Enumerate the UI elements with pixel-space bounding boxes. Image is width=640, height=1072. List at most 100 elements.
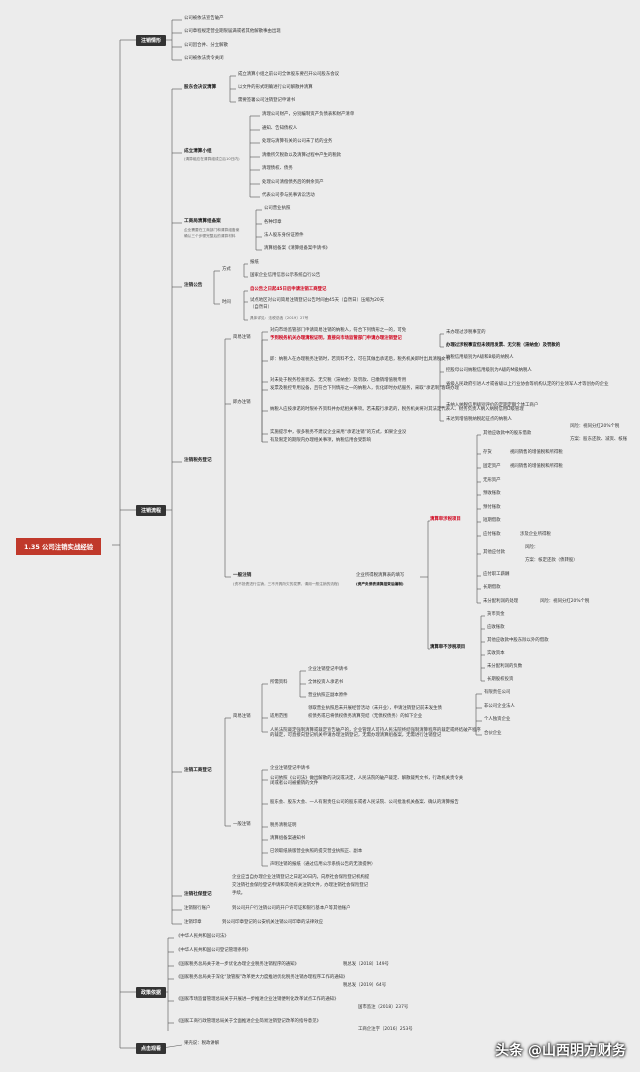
tax-note: 方案：核定还款（债转股） <box>525 558 578 563</box>
biz-scope-text: 领取营业执照后未开展经营活动（未开业），申请注销登记前未发生债 <box>308 706 442 711</box>
biz-general-item: 清算组备案通知书 <box>270 836 306 841</box>
tax-item: 其他应付款 <box>483 550 505 555</box>
watch-link[interactable]: 果壳说：税政讲解 <box>184 1041 220 1046</box>
biz-scope: 适用范围 <box>270 714 288 719</box>
tax-note: 风险： <box>525 545 539 550</box>
step-notice: 注销公告 <box>184 283 203 288</box>
tax-item: 预收账款 <box>483 491 501 496</box>
social-text: 手续。 <box>232 891 246 896</box>
tax-note: 风险：视同分红20%个税 <box>570 424 620 429</box>
tax-simple-text: 对向市场监管部门申请简易注销的纳税人，符合下列情形之一的，可免 <box>270 328 407 333</box>
tax-general: 一般注销 <box>233 573 252 578</box>
tax-free-item: 应收账款 <box>487 625 505 630</box>
policy-item[interactable]: 《国家市场监督管理总局关于开展进一步推进企业注销便利化改革试点工作的通知》 <box>176 997 339 1002</box>
step-tax: 注销税务登记 <box>184 458 212 463</box>
s3-item: 各种印章 <box>264 220 282 225</box>
biz-scope-text: 权债务或已将债权债务清算完结（无债权债务）的如下企业 <box>308 714 423 719</box>
branch-case[interactable]: 注销情形 <box>136 35 167 46</box>
s1-item: 成立清算小组之前公司全体股东要召开公司股东会议 <box>238 72 339 77</box>
notice-way-item: 国家企业信用信息公示系统自行公告 <box>250 273 321 278</box>
biz-exclusion: 人民法院裁定强制清算或裁定宣告破产的，企业管理人可持人民法院终结强制清算程序的裁… <box>270 728 481 739</box>
s3-sub: 确认三个步骤完整后的清算材料 <box>184 234 236 238</box>
policy-item[interactable]: 《中华人民共和国公司法》 <box>176 934 229 939</box>
case-item: 公司被依法宣告破产 <box>184 16 224 21</box>
s3-sub: 企业需要在工商部门和清算组备案 <box>184 228 240 232</box>
s2-sub: (清算组应在清算组成立后10日内) <box>184 157 240 161</box>
notice-way-item: 报纸 <box>250 260 259 265</box>
policy-item[interactable]: 《国家税务总局关于进一步优化办理企业税务注销程序的通知》 <box>176 962 299 967</box>
tax-imm-cond: 控股母公司纳税信用级别为A级的M级纳税人 <box>446 368 532 373</box>
tax-simple-text: 予到税务机关办理清税证明，直接向市场监管部门申请办理注销登记 <box>270 336 402 341</box>
tax-item: 应付账款 <box>483 532 501 537</box>
step-filing: 工商局清算组备案 <box>184 219 221 224</box>
s3-item: 清算组备案《清算组备案申请书》 <box>264 246 330 251</box>
notice-way: 方式 <box>222 267 231 272</box>
step-business: 注销工商登记 <box>184 768 212 773</box>
biz-scope-item: 有限责任公司 <box>484 690 511 695</box>
social-text: 交注销社会保险登记申请和其他有关注销文件，办理注销社会保险登记 <box>232 883 369 888</box>
step-bank: 注销银行账户 <box>184 906 211 911</box>
tax-imm-a: 即：纳税人在办理税务注销时，若资料不全，可在其做出承诺后，税务机关即时出具清税文… <box>270 357 451 362</box>
s2-item: 清理公司财产，分别编制资产负债表和财产清单 <box>262 112 355 117</box>
notice-time: 时间 <box>222 300 231 305</box>
tax-free-item: 货币资金 <box>487 612 505 617</box>
biz-needs: 所需资料 <box>270 680 288 685</box>
tax-imm-cond: 未达到增值税纳税起征点的纳税人 <box>446 417 512 422</box>
root-node[interactable]: 1.35 公司注销实战经验 <box>16 538 102 555</box>
case-item: 公司章程规定营业期限届满或者其他解散事由出现 <box>184 29 281 34</box>
biz-scope-item: 合伙企业 <box>484 731 502 736</box>
policy-item[interactable]: 《中华人民共和国公司登记管理条例》 <box>176 948 251 953</box>
s2-item: 清理债权、债务 <box>262 166 293 171</box>
s3-item: 公司营业执照 <box>264 206 291 211</box>
tax-item: 存货 <box>483 450 492 455</box>
s2-item: 处理与清算有关的公司未了结的业务 <box>262 139 333 144</box>
tax-imm-cond: 省级人民政府引进人才或省级以上行业协会等机构认定的行业领军人才等创办的企业 <box>446 382 609 387</box>
seal-text: 到公司印章登记的公安机关注销公司印章的法律效应 <box>222 920 323 925</box>
policy-item[interactable]: 《国家工商行政管理总局关于全面推进企业简易注销登记改革的指导意见》 <box>176 1019 321 1024</box>
tax-immediate: 即办注销 <box>233 400 251 405</box>
tax-cit-form: 企业所得税清算表的填写 <box>356 573 405 578</box>
tax-item: 无形资产 <box>483 478 501 483</box>
branch-flow[interactable]: 注销流程 <box>136 505 167 516</box>
tax-free-item: 长期股权投资 <box>487 677 514 682</box>
policy-doc: 工商企注字〔2016〕253号 <box>358 1027 413 1032</box>
s1-item: 需要签署公司注销登记申请书 <box>238 98 296 103</box>
policy-doc: 国市监注〔2018〕237号 <box>358 1005 409 1010</box>
tax-general-sub: (资不抵债进行注销，三不开具所欠的发票，请用一般注销的流程) <box>233 582 340 586</box>
tax-free-item: 其他应收款中股东除以外的借款 <box>487 638 549 643</box>
tax-item: 短期借款 <box>483 518 501 523</box>
tax-imm-c: 纳税人应按承诺的时限补齐资料并办结相关事项。若未履行承诺的，税务机关将对其法定代… <box>270 407 524 412</box>
tax-note: 视同销售的增值税和所得税 <box>510 450 563 455</box>
tax-item: 固定资产 <box>483 464 501 469</box>
s2-item: 处理公司清偿债务后的剩余资产 <box>262 180 324 185</box>
tax-note: 视同销售的增值税和所得税 <box>510 464 563 469</box>
biz-general-item: 声明注销的报纸（通过信用公示系统公告的无须提供） <box>270 862 376 867</box>
case-item: 公司被依法责令关闭 <box>184 56 224 61</box>
tax-imm-b: 对未处于税务检查状态、无欠税（滞纳金）及罚款、已缴销增值税专用 <box>270 378 407 383</box>
notice-time-item: 试点地区对公司简易注销登记公告时间由45天（自然日）压缩为20天 <box>250 298 385 303</box>
policy-item[interactable]: 《国家税务总局关于深化“放管服”改革更大力度推进优化税务注销办理程序工作的通知》 <box>176 975 348 980</box>
tax-item: 其他应收款中的股东借款 <box>483 431 532 436</box>
tax-simple-cond: 办理过涉税事宜但未领用发票、无欠税（滞纳金）及罚款的 <box>446 343 561 348</box>
biz-need-item: 营业执照正副本原件 <box>308 693 348 698</box>
biz-scope-item: 非公司企业法人 <box>484 704 515 709</box>
social-text: 企业应当自办理企业注销登记之日起30日内，向原社会保险登记机构提 <box>232 875 370 880</box>
tax-imm-b: 发票及税控专用设备，且符合下列情形之一的纳税人，优化即时办结服务，采取“承诺制”… <box>270 386 459 391</box>
tax-item: 长期借款 <box>483 585 501 590</box>
branch-policy[interactable]: 政策依据 <box>136 987 167 998</box>
tax-free-item: 未分配利润的负数 <box>487 664 523 669</box>
s2-item: 通知、告知债权人 <box>262 126 298 131</box>
tax-cit-form-sub: (资产负债表清算结束后编制) <box>356 582 404 586</box>
tax-imm-cond: 纳税信用级别为A级和B级的纳税人 <box>446 355 514 360</box>
biz-need-item: 企业注销登记申请书 <box>308 667 348 672</box>
tax-related-items: 清算审涉税项目 <box>430 517 461 522</box>
biz-general-item: 企业注销登记申请书 <box>270 766 310 771</box>
tax-note: 方案：股东还款、减资、核账 <box>570 437 628 442</box>
branch-watch[interactable]: 点击观看 <box>136 1043 167 1054</box>
policy-doc: 税总发〔2019〕64号 <box>343 983 387 988</box>
case-item: 公司因合并、分立解散 <box>184 43 228 48</box>
s1-item: 以文件的形式明确进行公司解散并清算 <box>238 85 313 90</box>
biz-simple: 简易注销 <box>233 714 251 719</box>
